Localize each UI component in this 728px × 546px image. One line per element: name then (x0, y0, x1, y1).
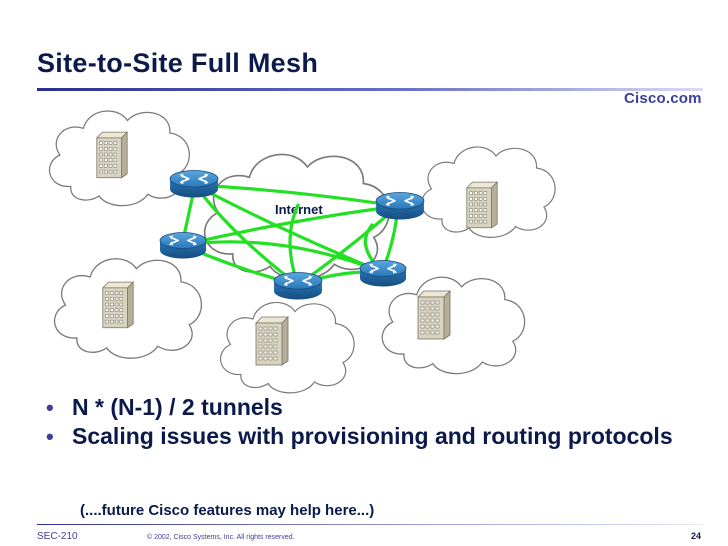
cisco-brand-logo: Cisco.com (624, 90, 702, 107)
page-number: 24 (691, 531, 702, 541)
site-cloud-bottom-right (381, 276, 526, 375)
bullet-dot-icon: • (46, 424, 54, 449)
tunnel-r2-r3 (180, 204, 400, 247)
router-bottom-right (359, 259, 407, 288)
footer-divider (37, 524, 703, 525)
tunnel-r1-r2 (193, 183, 400, 208)
site-building-bottom-center (255, 316, 289, 366)
future-features-note: (....future Cisco features may help here… (80, 502, 375, 519)
router-left (159, 231, 207, 260)
site-building-left (102, 281, 134, 329)
bullet-list: • N * (N-1) / 2 tunnels • Scaling issues… (42, 393, 702, 451)
bullet-item: • Scaling issues with provisioning and r… (42, 422, 702, 451)
course-code: SEC-210 (37, 531, 78, 542)
site-building-right (466, 181, 498, 229)
bullet-text: Scaling issues with provisioning and rou… (72, 423, 673, 449)
internet-cloud-label: Internet (275, 202, 323, 217)
site-building-bottom-right (417, 290, 451, 340)
tunnel-r3-r5 (180, 240, 384, 274)
router-bottom-center (273, 271, 323, 301)
site-building-top-left (96, 131, 128, 179)
copyright-notice: © 2002, Cisco Systems, Inc. All rights r… (147, 534, 295, 541)
title-divider (37, 88, 703, 91)
bullet-text: N * (N-1) / 2 tunnels (72, 394, 283, 420)
router-top-left (169, 169, 219, 199)
bullet-dot-icon: • (46, 395, 54, 420)
router-top-right (375, 191, 425, 221)
bullet-item: • N * (N-1) / 2 tunnels (42, 393, 702, 422)
slide-title: Site-to-Site Full Mesh (37, 48, 319, 78)
